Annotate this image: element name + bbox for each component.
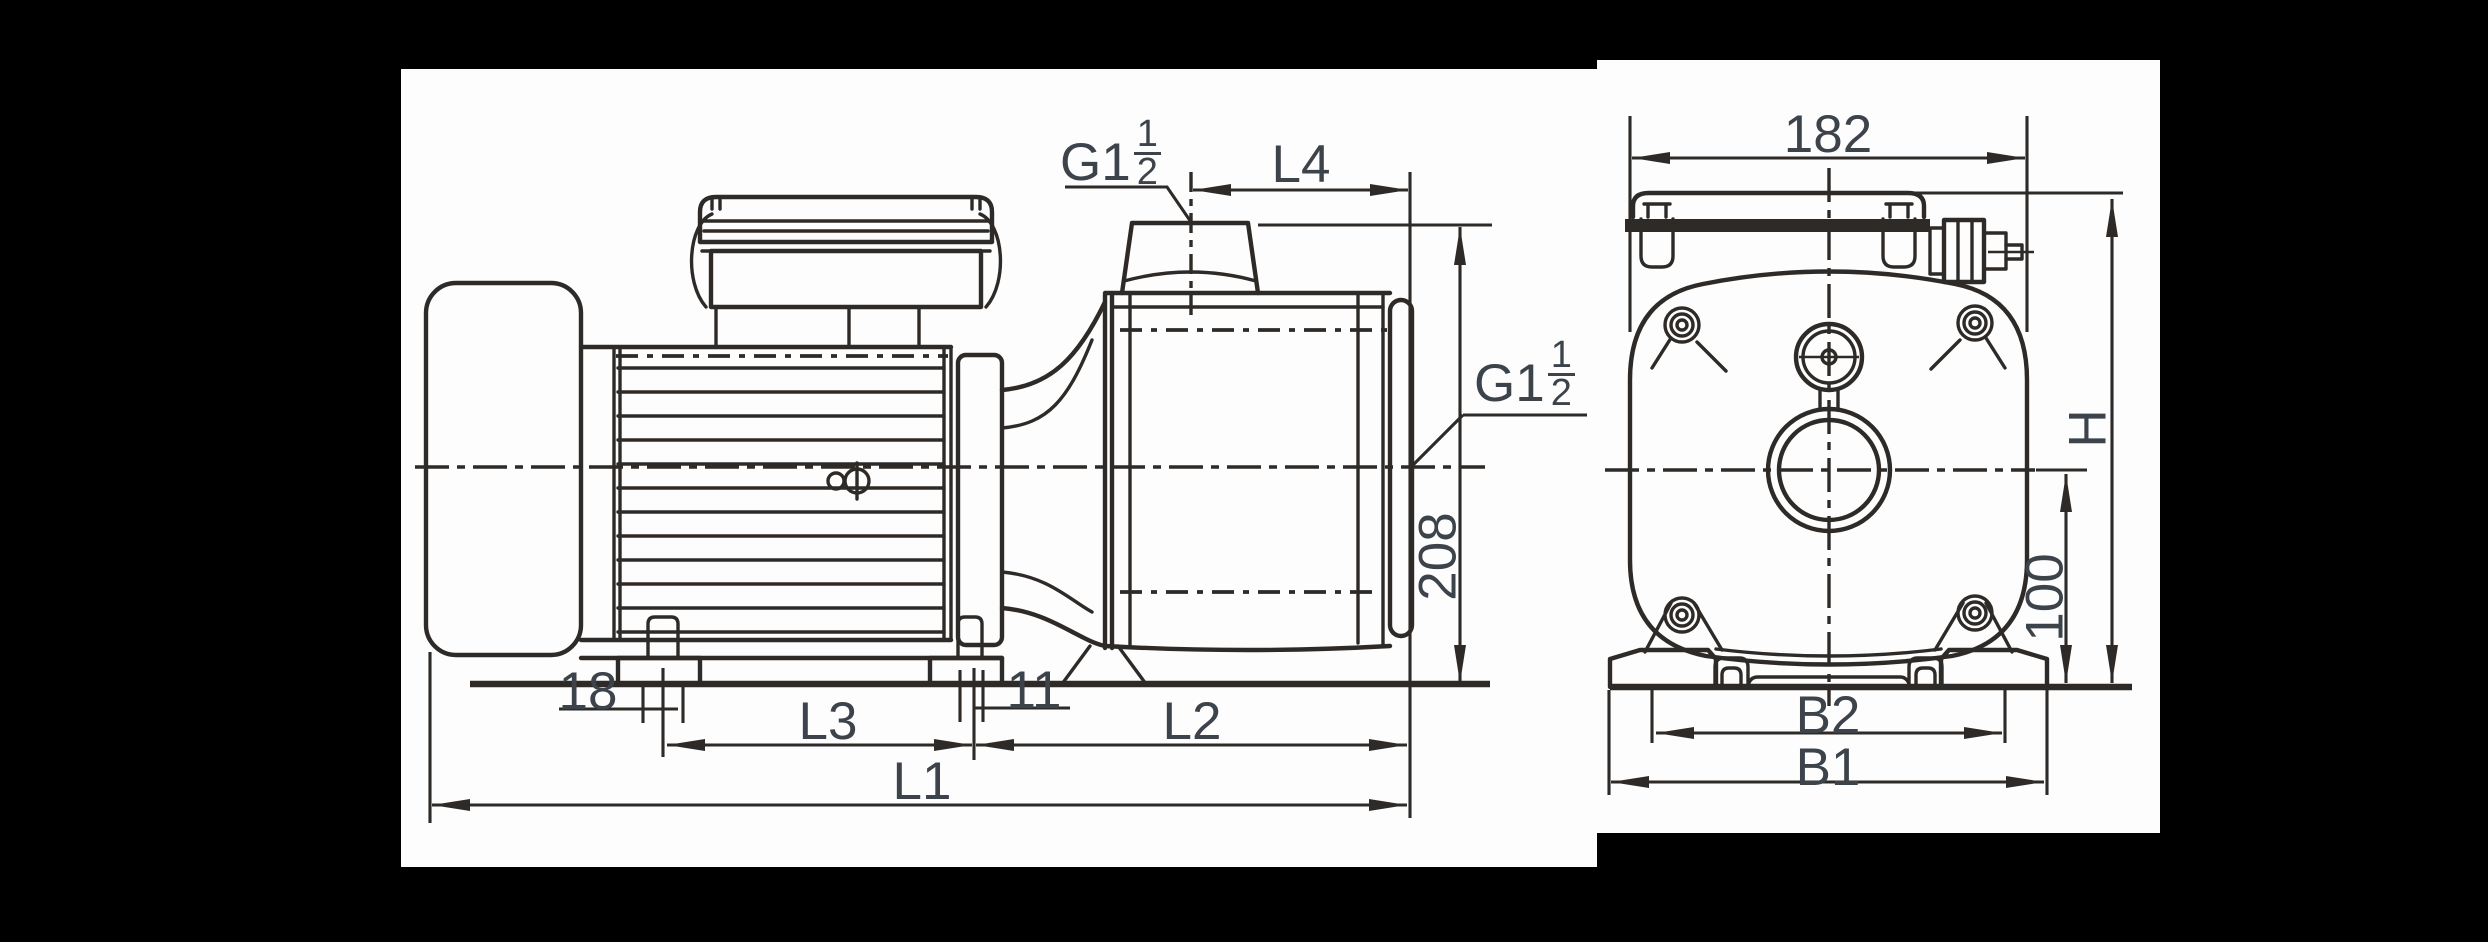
pump-face-outline xyxy=(1627,269,2030,667)
pump-support-legs xyxy=(1060,644,1148,686)
foot-bolt-slots xyxy=(646,615,984,660)
corner-bolt-top-right xyxy=(1956,304,1994,342)
front-view-linework xyxy=(1607,190,2132,691)
pump-tie-rod-hidden-lines xyxy=(1120,328,1388,594)
motor-frame-edges xyxy=(612,345,953,642)
suction-end-cover xyxy=(1387,297,1415,639)
vent-plug-outer xyxy=(1793,321,1865,393)
dim-label-b1: B1 xyxy=(1795,738,1861,797)
terminal-box-cable-bosses xyxy=(689,212,1003,309)
dim-label-18: 18 xyxy=(558,662,618,721)
motor-cooling-fins xyxy=(616,366,946,634)
cover-clamp-bar xyxy=(1625,219,1930,232)
discharge-port-fillet xyxy=(1122,270,1258,283)
dim-label-l3: L3 xyxy=(798,692,858,751)
motor-fan-cowl xyxy=(423,280,584,658)
terminal-box-lid-details xyxy=(700,195,992,253)
lantern-flare-inner xyxy=(1000,338,1094,614)
dim-label-b2: B2 xyxy=(1795,686,1861,745)
extension-lines-side-view xyxy=(428,172,1492,823)
dim-label-l4: L4 xyxy=(1271,135,1331,194)
suction-port-outer xyxy=(1765,406,1893,534)
pump-casing-seams xyxy=(1110,291,1385,648)
side-plug-hex-facets xyxy=(1956,218,1974,284)
dimension-arrowheads xyxy=(432,152,2118,811)
clamp-screws xyxy=(1642,202,1914,219)
terminal-box-pedestal xyxy=(714,305,921,349)
lantern-flare-outer xyxy=(999,299,1108,649)
terminal-box-lid xyxy=(697,194,995,245)
dim-label-11: 11 xyxy=(1006,661,1062,720)
sheet-front-view xyxy=(1597,60,2160,833)
vent-plug-neck xyxy=(1818,388,1840,411)
pump-face-bottom-seam xyxy=(1714,647,1943,658)
dim-label-182: 182 xyxy=(1783,105,1873,164)
dim-label-100: 100 xyxy=(2015,553,2075,642)
dim-label-h: H xyxy=(2058,409,2118,448)
pump-casing-outline xyxy=(1102,290,1393,653)
corner-bolt-top-left xyxy=(1663,306,1701,344)
face-corner-ribs xyxy=(1643,336,2014,654)
dimension-lines xyxy=(428,116,2123,823)
pump-mounting-flange xyxy=(1102,292,1115,651)
dim-label-208: 208 xyxy=(1408,512,1468,601)
thread-prefix: G1 xyxy=(1060,133,1131,192)
extension-lines-front-view xyxy=(1607,116,2123,795)
cover-clamps xyxy=(1639,217,1917,269)
thread-label-leaders xyxy=(1065,185,1587,467)
dim-label-l2: L2 xyxy=(1162,692,1222,751)
top-cover xyxy=(1630,190,1927,220)
discharge-port xyxy=(1119,220,1261,296)
suction-port-bore xyxy=(1776,417,1882,523)
motor-end-flange xyxy=(955,352,1005,648)
side-view-linework xyxy=(423,194,1490,688)
thread-prefix: G1 xyxy=(1474,354,1545,413)
foot-slot-tabs xyxy=(1713,656,1944,689)
terminal-box-body xyxy=(708,248,984,310)
dim-label-l1: L1 xyxy=(892,752,952,811)
motor-frame xyxy=(578,344,954,643)
